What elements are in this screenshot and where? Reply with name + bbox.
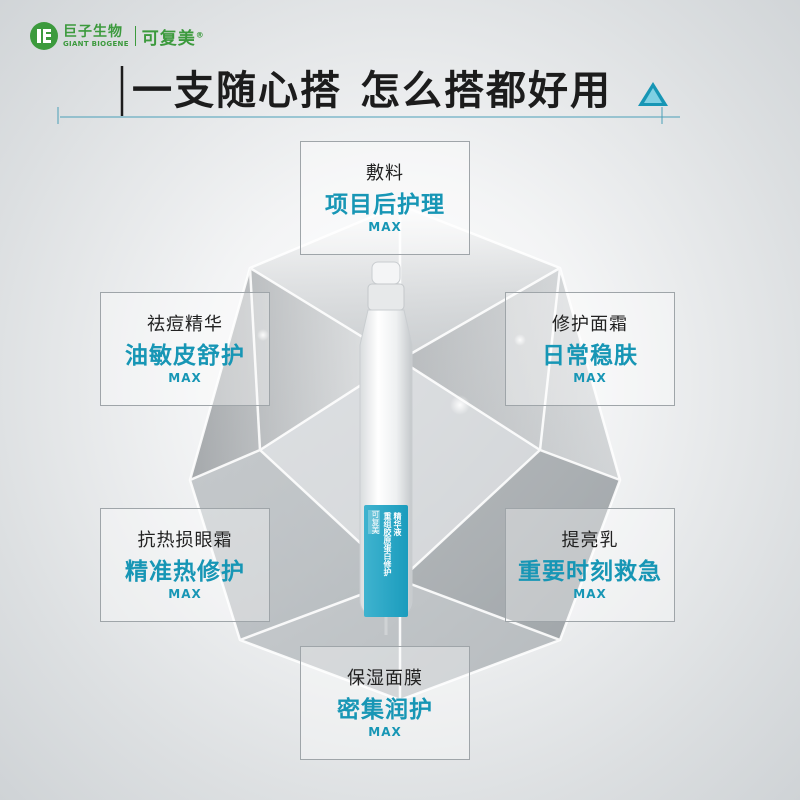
brand-logo-icon (30, 22, 58, 50)
use-card-product: 提亮乳 (561, 530, 619, 551)
use-card-acne-serum: 祛痘精华 油敏皮舒护 MAX (100, 292, 270, 406)
card-frame (100, 292, 270, 406)
brand-name: 巨子生物 GIANT BIOGENE (63, 25, 129, 48)
use-card-tag: MAX (573, 587, 607, 601)
brand-name-cn: 巨子生物 (63, 23, 123, 40)
use-card-benefit: 日常稳肤 (542, 343, 638, 369)
card-frame (505, 292, 675, 406)
use-card-eye-cream: 抗热损眼霜 精准热修护 MAX (100, 508, 270, 622)
use-card-repair-cream: 修护面霜 日常稳肤 MAX (505, 292, 675, 406)
use-card-benefit: 油敏皮舒护 (125, 343, 245, 369)
use-card-tag: MAX (573, 371, 607, 385)
headline-banner: 一支随心搭怎么搭都好用 (0, 58, 800, 128)
headline-title: 一支随心搭怎么搭都好用 (132, 66, 612, 116)
use-card-benefit: 精准热修护 (125, 559, 245, 585)
use-card-product: 祛痘精华 (147, 314, 223, 335)
use-card-product: 敷料 (366, 163, 404, 184)
use-card-tag: MAX (168, 371, 202, 385)
use-card-brightening-lotion: 提亮乳 重要时刻救急 MAX (505, 508, 675, 622)
vial-label: 可复美 重组胶原蛋白修护 精华液 (366, 508, 406, 616)
use-card-hydrating-mask: 保湿面膜 密集润护 MAX (300, 646, 470, 760)
use-card-product: 抗热损眼霜 (137, 530, 233, 551)
use-card-tag: MAX (368, 725, 402, 739)
headline-part1: 一支随心搭 (132, 68, 342, 114)
card-frame (505, 508, 675, 622)
use-card-tag: MAX (168, 587, 202, 601)
card-frame (100, 508, 270, 622)
product-brand: 可复美® (141, 28, 205, 49)
use-card-benefit: 项目后护理 (325, 192, 445, 218)
use-card-benefit: 重要时刻救急 (518, 559, 662, 585)
brand-name-en: GIANT BIOGENE (63, 39, 129, 48)
vial-label-line2: 精华液 (393, 512, 402, 536)
vial-illustration (359, 261, 413, 635)
use-card-tag: MAX (368, 220, 402, 234)
use-card-benefit: 密集润护 (337, 697, 433, 723)
use-card-dressing: 敷料 项目后护理 MAX (300, 141, 470, 255)
card-frame (300, 646, 470, 760)
headline-part2: 怎么搭都好用 (360, 68, 612, 114)
vial-label-brand: 可复美 (371, 510, 380, 534)
brand-divider (134, 26, 136, 46)
headline-frame (57, 66, 680, 124)
brand-header: 巨子生物 GIANT BIOGENE 可复美® (30, 22, 205, 50)
vial-label-line1: 重组胶原蛋白修护 (383, 512, 392, 576)
use-card-product: 保湿面膜 (347, 668, 423, 689)
card-frame (300, 141, 470, 255)
use-card-product: 修护面霜 (552, 314, 628, 335)
